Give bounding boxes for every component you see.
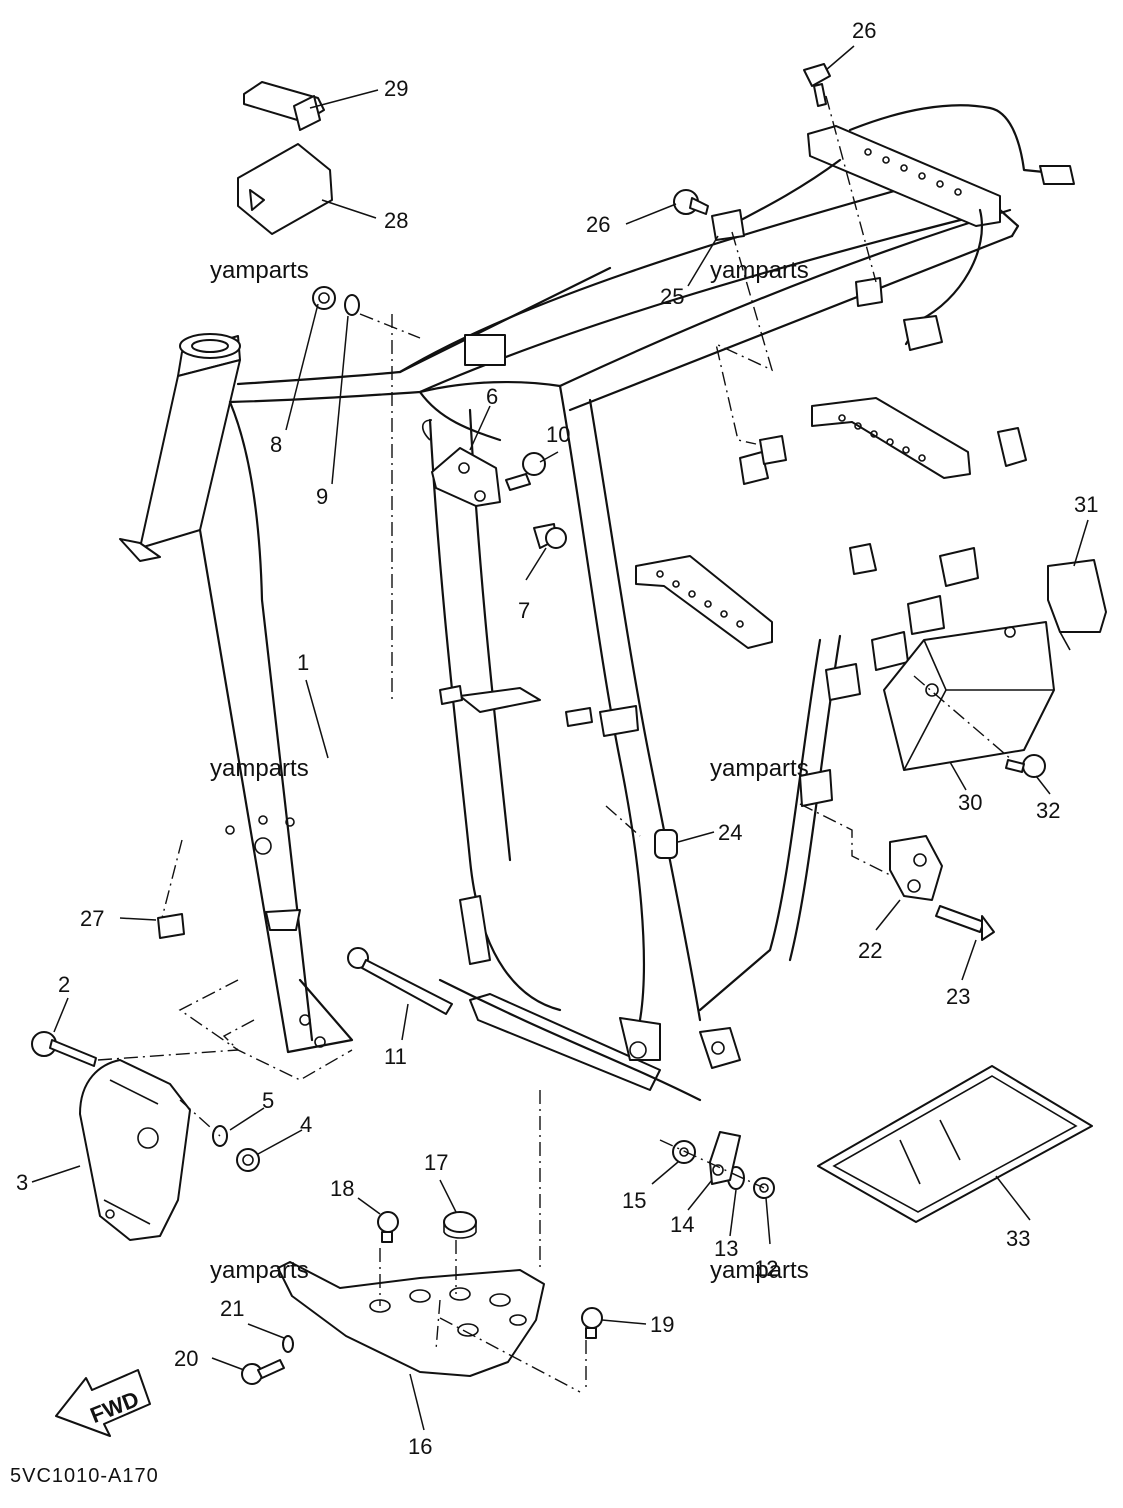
- fwd-arrow-icon: FWD: [55, 1369, 151, 1437]
- callout-6: 6: [486, 384, 498, 409]
- bolt-18: [377, 1211, 399, 1243]
- callout-33: 33: [1006, 1226, 1030, 1251]
- rack-holes: [864, 148, 962, 196]
- tool-bag: [237, 143, 333, 235]
- grommet-17: [443, 1211, 477, 1239]
- watermark-text: yamparts: [210, 755, 309, 782]
- callout-7: 7: [518, 598, 530, 623]
- callout-numbers: 1 2 3 4 5 6 7 8 9 10 11 12 13 14 15 16 1…: [16, 18, 1098, 1459]
- bolt-32: [1005, 754, 1046, 778]
- callout-3: 3: [16, 1170, 28, 1195]
- callout-4: 4: [300, 1112, 312, 1137]
- callout-32: 32: [1036, 798, 1060, 823]
- nut-8: [312, 286, 336, 310]
- callout-24: 24: [718, 820, 742, 845]
- mount-22: [889, 835, 943, 901]
- callout-27: 27: [80, 906, 104, 931]
- callout-22: 22: [858, 938, 882, 963]
- callout-17: 17: [424, 1150, 448, 1175]
- watermark-text: yamparts: [710, 755, 809, 782]
- callout-25: 25: [660, 284, 684, 309]
- collar-24: [654, 829, 678, 859]
- collar-15: [672, 1140, 696, 1164]
- callout-10: 10: [546, 422, 570, 447]
- washer-9: [344, 294, 360, 316]
- assembly-lines: [97, 95, 1013, 1393]
- callout-11: 11: [384, 1044, 407, 1069]
- callout-28: 28: [384, 208, 408, 233]
- callout-13: 13: [714, 1236, 738, 1261]
- callout-19: 19: [650, 1312, 674, 1337]
- bolt-23: [935, 905, 995, 941]
- diagram-code: 5VC1010-A170: [10, 1465, 159, 1487]
- bolt-10: [505, 452, 546, 491]
- callout-8: 8: [270, 432, 282, 457]
- tool-bag-strap: [243, 81, 325, 131]
- bracket-31: [1047, 559, 1107, 651]
- callout-21: 21: [220, 1296, 244, 1321]
- engine-bracket-3: [79, 1059, 191, 1241]
- long-bolt-11: [347, 947, 453, 1015]
- callout-30: 30: [958, 790, 982, 815]
- bracket-6: [421, 419, 501, 507]
- callout-26-top: 26: [852, 18, 876, 43]
- nut-4: [236, 1148, 260, 1172]
- bolt-26-side: [673, 189, 709, 215]
- callout-18: 18: [330, 1176, 354, 1201]
- callout-1: 1: [297, 650, 309, 675]
- bolt-2: [31, 1031, 97, 1067]
- callout-20: 20: [174, 1346, 198, 1371]
- bolt-7: [533, 523, 567, 549]
- seal-sheet-33: [817, 1065, 1093, 1223]
- watermark-text: yamparts: [210, 257, 309, 284]
- callout-9: 9: [316, 484, 328, 509]
- callout-2: 2: [58, 972, 70, 997]
- cross-member-holes-2: [656, 570, 744, 628]
- watermark-text: yamparts: [710, 257, 809, 284]
- callout-16: 16: [408, 1434, 432, 1459]
- label-27: [157, 913, 185, 939]
- callout-29: 29: [384, 76, 408, 101]
- battery-box-30: [883, 621, 1055, 771]
- leader-lines: [31, 45, 1089, 1431]
- washer-21: [282, 1335, 294, 1353]
- watermark-text: yamparts: [210, 1257, 309, 1284]
- callout-5: 5: [262, 1088, 274, 1113]
- cross-member-holes: [838, 414, 926, 462]
- bolt-20: [241, 1359, 285, 1385]
- rear-grab-rack: [711, 104, 1075, 351]
- callout-23: 23: [946, 984, 970, 1009]
- main-frame: [119, 186, 1027, 1102]
- callout-31: 31: [1074, 492, 1098, 517]
- watermark-text: yamparts: [710, 1257, 809, 1284]
- callout-14: 14: [670, 1212, 694, 1237]
- bolt-19: [581, 1307, 603, 1339]
- callout-12: 12: [754, 1256, 778, 1281]
- bolt-26-top: [803, 63, 831, 107]
- watermarks: yamparts yamparts yamparts yamparts yamp…: [210, 257, 809, 1284]
- skid-plate-16: [277, 1261, 545, 1377]
- callout-26-side: 26: [586, 212, 610, 237]
- callout-15: 15: [622, 1188, 646, 1213]
